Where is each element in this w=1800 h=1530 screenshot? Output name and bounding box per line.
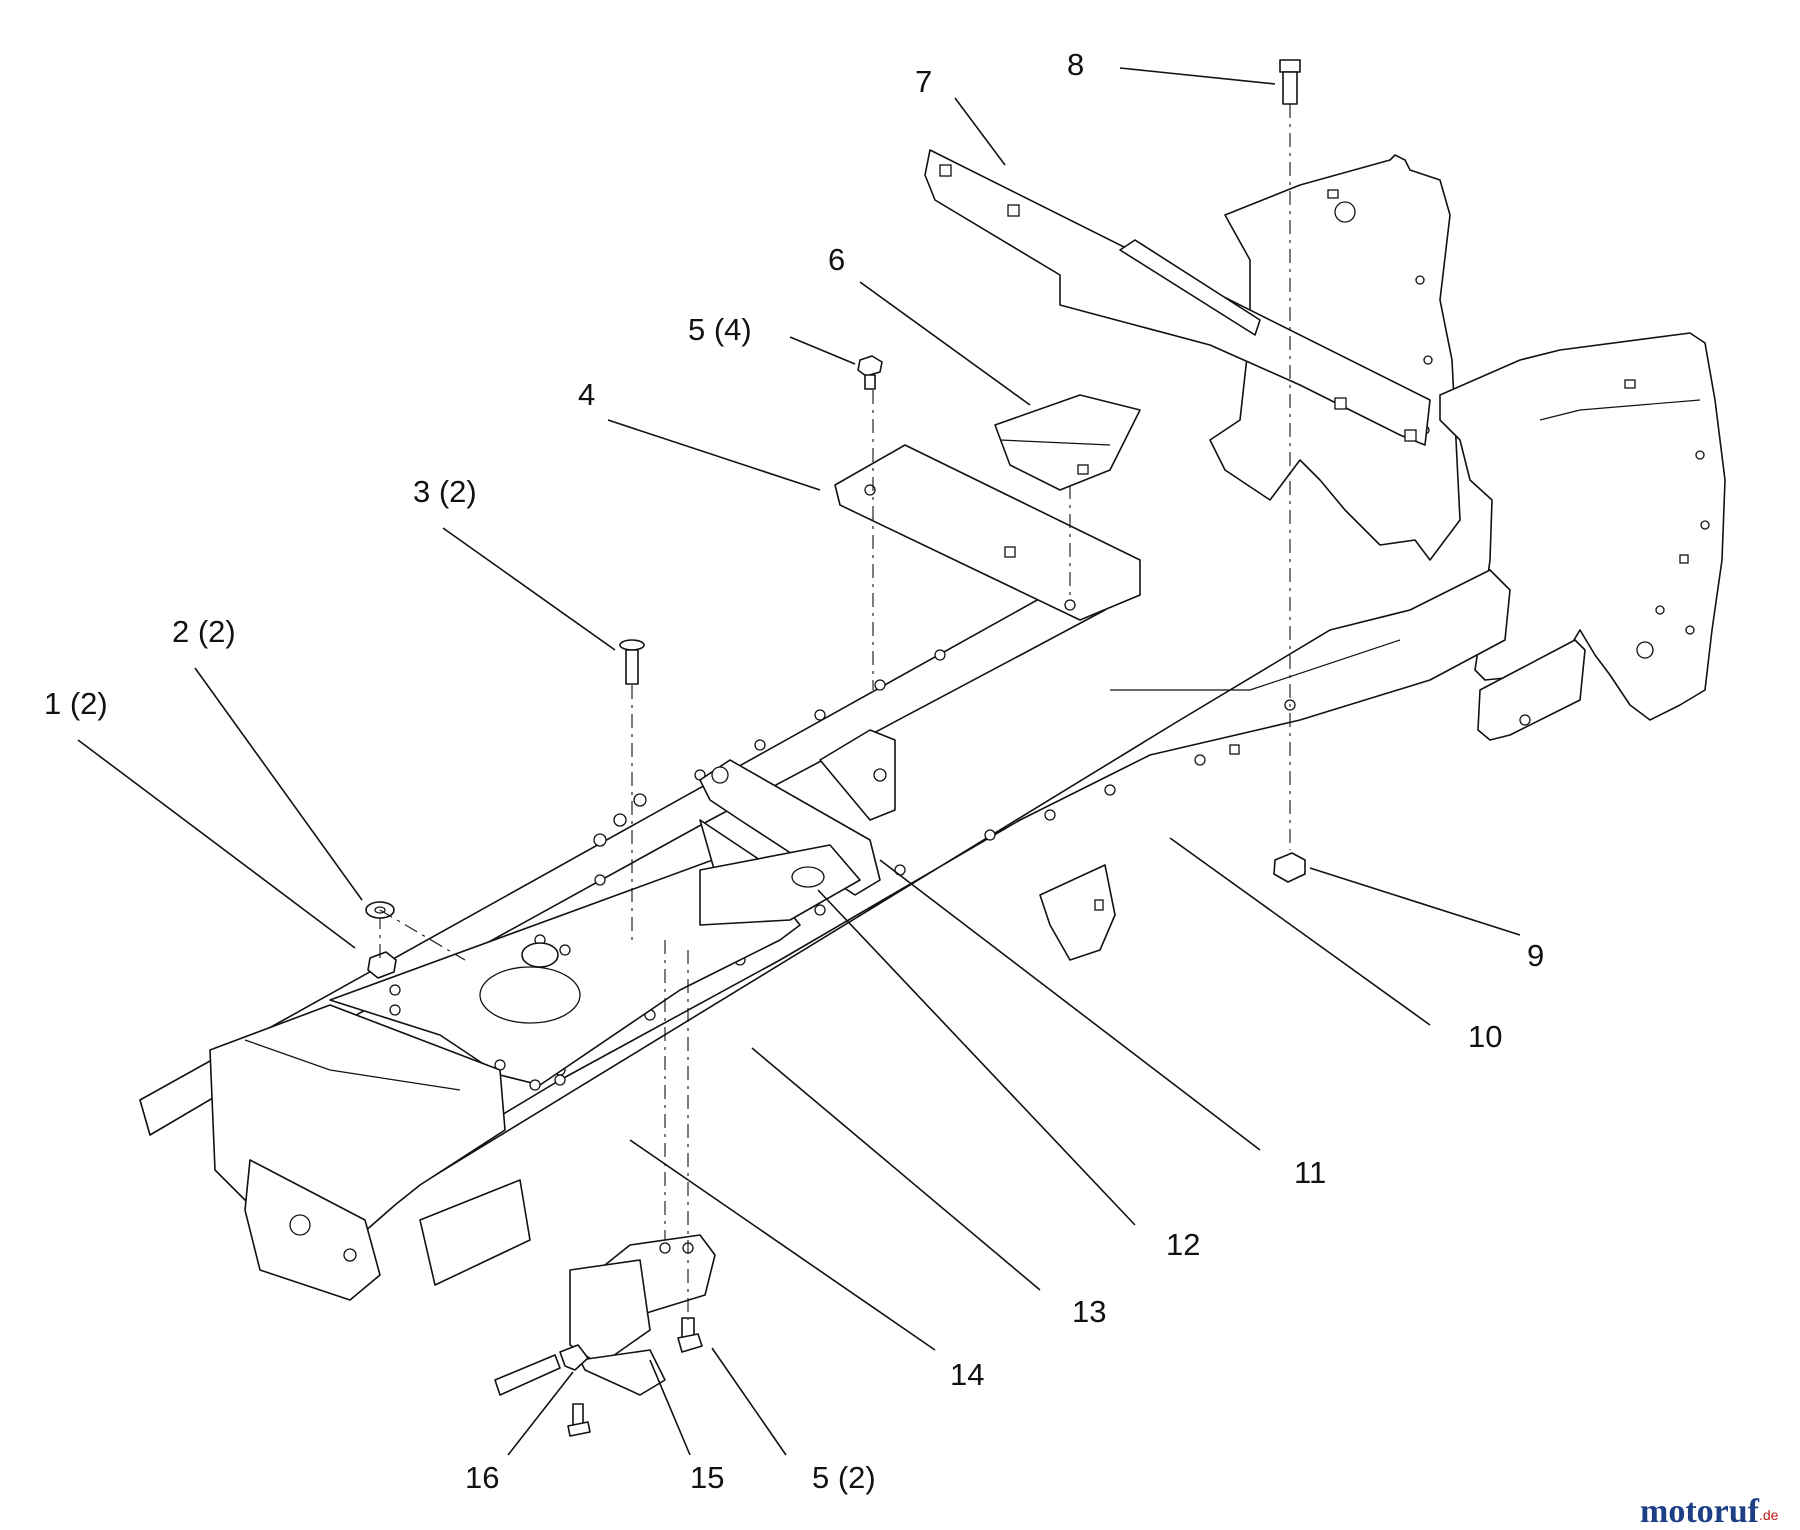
callout-9: 9 — [1527, 938, 1544, 973]
bolt-8-icon — [1279, 59, 1301, 105]
callout-1: 1 (2) — [44, 686, 108, 721]
clip-16 — [494, 1344, 589, 1396]
callout-10: 10 — [1468, 1019, 1502, 1054]
screw-16-icon — [567, 1403, 591, 1437]
callout-14: 14 — [950, 1357, 984, 1392]
lower-bracket-15 — [569, 1234, 716, 1396]
callout-5-top: 5 (4) — [688, 312, 752, 347]
watermark-brand: motoruf — [1640, 1493, 1760, 1530]
assembly-lines — [379, 104, 1291, 1320]
callout-3: 3 (2) — [413, 474, 477, 509]
pivot-assembly — [699, 729, 896, 926]
callout-16: 16 — [465, 1460, 499, 1495]
callout-7: 7 — [915, 64, 932, 99]
callout-12: 12 — [1166, 1227, 1200, 1262]
cross-member-7 — [924, 149, 1431, 446]
hardware — [365, 59, 1306, 1437]
hex-nut-9-icon — [1273, 852, 1306, 883]
front-housing — [209, 1004, 531, 1301]
flange-bolt-5-bottom-icon — [677, 1317, 703, 1353]
callout-11: 11 — [1294, 1155, 1326, 1190]
leader-lines — [77, 67, 1521, 1456]
bracket-6 — [994, 394, 1141, 491]
watermark-suffix: .de — [1759, 1507, 1779, 1523]
watermark: motoruf.de — [1640, 1493, 1779, 1530]
callout-13: 13 — [1072, 1294, 1106, 1329]
callout-15: 15 — [690, 1460, 724, 1495]
callout-8: 8 — [1067, 47, 1084, 82]
svg-text:motoruf.de: motoruf.de — [1640, 1493, 1779, 1530]
callout-6: 6 — [828, 242, 845, 277]
under-bracket — [1039, 864, 1116, 961]
hex-nut-1-icon — [367, 951, 397, 979]
flange-bolt-5-top-icon — [857, 355, 883, 390]
callout-4: 4 — [578, 377, 595, 412]
callout-labels: 1 (2) 2 (2) 3 (2) 4 5 (4) 6 7 8 9 10 11 … — [44, 47, 1544, 1495]
callout-2: 2 (2) — [172, 614, 236, 649]
callout-5-bottom: 5 (2) — [812, 1460, 876, 1495]
carriage-bolt-3-icon — [619, 639, 645, 685]
